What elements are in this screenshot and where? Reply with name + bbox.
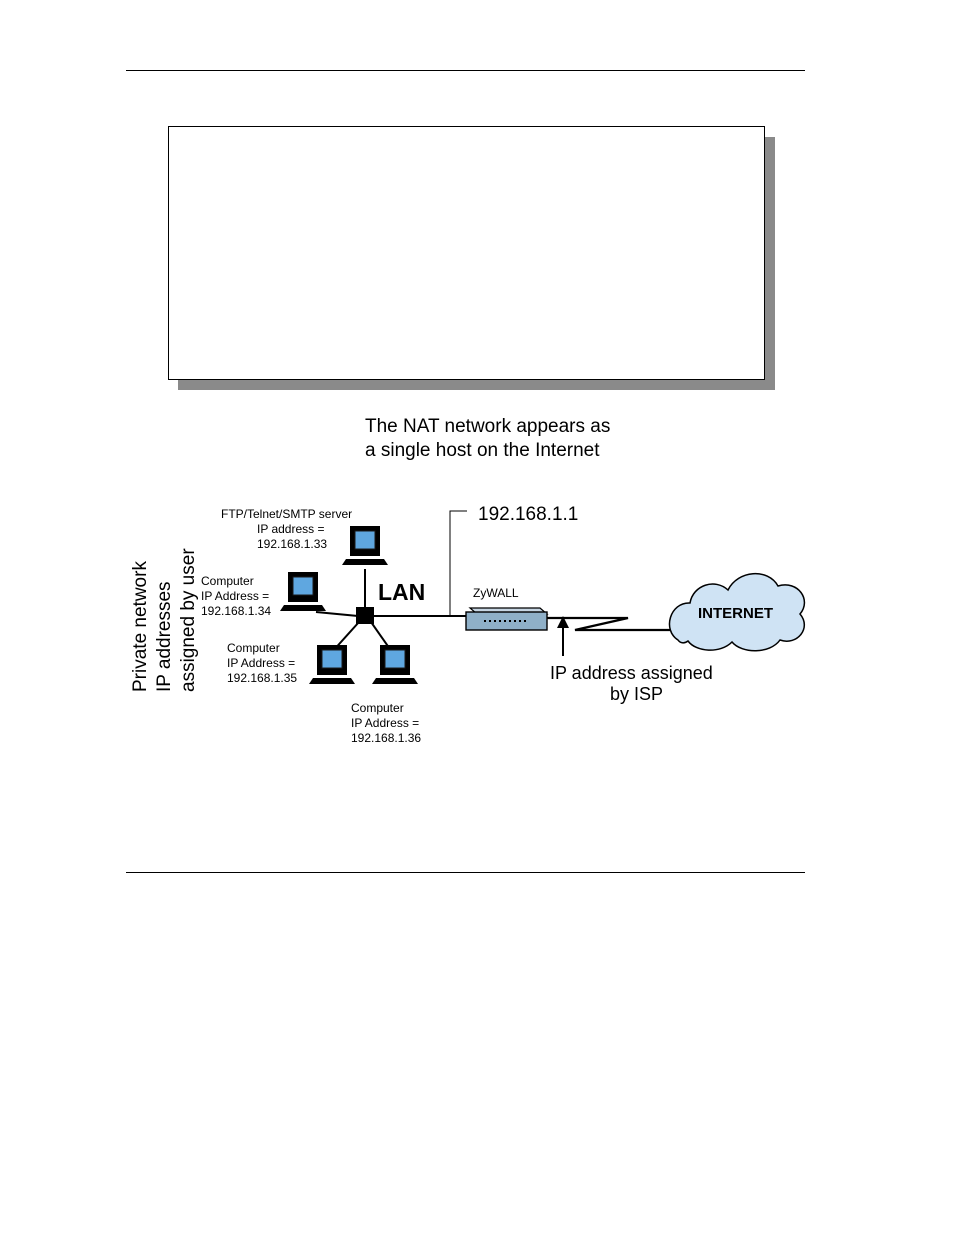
isp-note-line-2: by ISP	[610, 684, 663, 704]
computer-34-link	[315, 611, 359, 617]
computer-icon	[279, 571, 327, 612]
cloud-icon	[668, 572, 806, 652]
side-label-line-1: Private network	[130, 561, 151, 692]
svg-text:IP Address =: IP Address =	[351, 716, 419, 730]
headline-line-1: The NAT network appears as	[365, 416, 610, 437]
side-label-line-2: IP addresses	[154, 581, 175, 692]
svg-text:IP address =: IP address =	[257, 522, 325, 536]
svg-text:Computer: Computer	[351, 701, 404, 715]
svg-text:192.168.1.36: 192.168.1.36	[351, 731, 421, 745]
computer-icon	[341, 525, 389, 566]
svg-text:192.168.1.35: 192.168.1.35	[227, 671, 297, 685]
svg-text:192.168.1.33: 192.168.1.33	[257, 537, 327, 551]
hub-icon	[356, 607, 374, 624]
svg-text:Computer: Computer	[201, 574, 254, 588]
computer-35-label: Computer IP Address = 192.168.1.35	[227, 641, 297, 685]
arrow-up-icon	[557, 616, 569, 656]
server-label: FTP/Telnet/SMTP server IP address = 192.…	[221, 507, 352, 551]
top-rule	[126, 70, 805, 71]
svg-text:FTP/Telnet/SMTP server: FTP/Telnet/SMTP server	[221, 507, 352, 521]
svg-text:IP Address =: IP Address =	[227, 656, 295, 670]
lan-label: LAN	[378, 579, 425, 605]
svg-text:IP Address =: IP Address =	[201, 589, 269, 603]
lightning-link-icon	[547, 616, 670, 632]
bottom-rule	[126, 872, 805, 873]
computer-icon	[308, 644, 356, 685]
side-label-line-3: assigned by user	[178, 548, 199, 692]
svg-text:192.168.1.34: 192.168.1.34	[201, 604, 271, 618]
computer-34-label: Computer IP Address = 192.168.1.34	[201, 574, 271, 618]
computer-icon	[371, 644, 419, 685]
isp-note-line-1: IP address assigned	[550, 663, 713, 683]
side-label: Private network IP addresses assigned by…	[130, 548, 199, 692]
computer-36-label: Computer IP Address = 192.168.1.36	[351, 701, 421, 745]
lan-ip-label: 192.168.1.1	[478, 504, 578, 525]
headline-line-2: a single host on the Internet	[365, 440, 600, 461]
lan-ip-leader	[449, 510, 467, 616]
internet-label: INTERNET	[698, 605, 773, 622]
router-label: ZyWALL	[473, 586, 519, 600]
router-icon	[465, 607, 549, 631]
svg-text:Computer: Computer	[227, 641, 280, 655]
note-box	[168, 126, 765, 380]
